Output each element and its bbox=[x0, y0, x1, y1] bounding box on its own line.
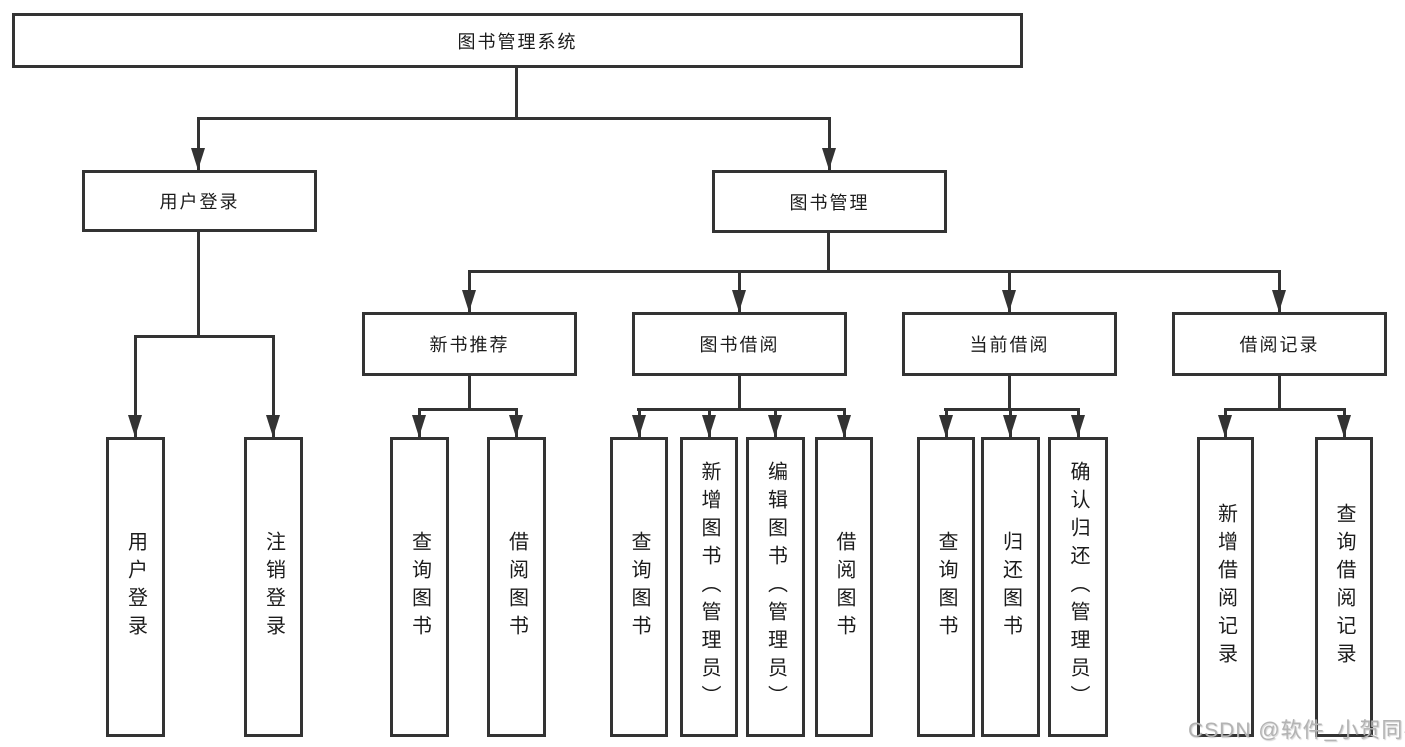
connector-current-borrow-bar bbox=[944, 408, 1080, 411]
connector-user-login-stem bbox=[197, 232, 200, 338]
arrowhead-edit-book bbox=[768, 415, 782, 437]
arrowhead-borrow-records bbox=[1272, 290, 1286, 312]
node-add-book-admin-label: 新增图书（管理员） bbox=[698, 461, 720, 713]
connector-logout-leaf-drop bbox=[272, 335, 275, 437]
node-current-borrowing: 当前借阅 bbox=[902, 312, 1117, 376]
arrowhead-query-record bbox=[1337, 415, 1351, 437]
node-query-borrow-record-label: 查询借阅记录 bbox=[1333, 503, 1355, 671]
connector-login-leaf-drop bbox=[134, 335, 137, 437]
connector-borrow-records-stem bbox=[1278, 376, 1281, 411]
arrowhead-query-books-2 bbox=[632, 415, 646, 437]
arrowhead-new-book bbox=[462, 290, 476, 312]
node-book-management: 图书管理 bbox=[712, 170, 947, 233]
node-root: 图书管理系统 bbox=[12, 13, 1023, 68]
node-borrow-books-borrow: 借阅图书 bbox=[815, 437, 873, 737]
node-query-books-borrow-label: 查询图书 bbox=[628, 531, 650, 643]
node-borrowing-records: 借阅记录 bbox=[1172, 312, 1387, 376]
node-confirm-return-admin: 确认归还（管理员） bbox=[1048, 437, 1108, 737]
connector-book-borrow-stem bbox=[738, 376, 741, 411]
node-confirm-return-admin-label: 确认归还（管理员） bbox=[1067, 461, 1089, 713]
arrowhead-book-management bbox=[822, 148, 836, 170]
node-return-book: 归还图书 bbox=[981, 437, 1040, 737]
node-root-label: 图书管理系统 bbox=[457, 31, 578, 52]
node-borrowing-records-label: 借阅记录 bbox=[1239, 335, 1320, 355]
node-return-book-label: 归还图书 bbox=[999, 531, 1022, 643]
connector-book-management-drop bbox=[828, 117, 831, 170]
arrowhead-query-books-1 bbox=[412, 415, 426, 437]
arrowhead-user-login bbox=[191, 148, 205, 170]
arrowhead-borrow-books-1 bbox=[509, 415, 523, 437]
node-query-borrow-record: 查询借阅记录 bbox=[1315, 437, 1373, 737]
connector-level2-bar bbox=[197, 117, 831, 120]
arrowhead-login-leaf bbox=[128, 415, 142, 437]
arrowhead-current-borrow bbox=[1002, 290, 1016, 312]
node-user-login-action-label: 用户登录 bbox=[124, 531, 147, 643]
node-borrow-books-recommend-label: 借阅图书 bbox=[505, 531, 528, 643]
arrowhead-query-books-3 bbox=[939, 415, 953, 437]
arrowhead-book-borrow bbox=[732, 290, 746, 312]
node-current-borrowing-label: 当前借阅 bbox=[969, 335, 1050, 355]
node-add-book-admin: 新增图书（管理员） bbox=[680, 437, 738, 737]
node-user-login-action: 用户登录 bbox=[106, 437, 165, 737]
connector-new-book-bar bbox=[418, 408, 518, 411]
connector-current-borrow-stem bbox=[1008, 376, 1011, 411]
node-user-login-label: 用户登录 bbox=[159, 192, 240, 212]
arrowhead-logout-leaf bbox=[266, 415, 280, 437]
connector-user-login-bar bbox=[134, 335, 275, 338]
node-book-borrowing: 图书借阅 bbox=[632, 312, 847, 376]
connector-new-book-stem bbox=[468, 376, 471, 411]
node-add-borrow-record-label: 新增借阅记录 bbox=[1214, 503, 1237, 671]
watermark: CSDN @软件_小贺同学 bbox=[1188, 719, 1405, 742]
node-query-books-current: 查询图书 bbox=[917, 437, 975, 737]
node-logout: 注销登录 bbox=[244, 437, 303, 737]
node-borrow-books-borrow-label: 借阅图书 bbox=[833, 531, 855, 643]
connector-borrow-records-bar bbox=[1224, 408, 1346, 411]
connector-level3-bar bbox=[468, 270, 1281, 273]
node-borrow-books-recommend: 借阅图书 bbox=[487, 437, 546, 737]
connector-book-borrow-bar bbox=[637, 408, 846, 411]
node-new-book-recommendation: 新书推荐 bbox=[362, 312, 577, 376]
node-user-login: 用户登录 bbox=[82, 170, 317, 232]
connector-user-login-drop bbox=[197, 117, 200, 170]
node-query-books-recommend: 查询图书 bbox=[390, 437, 449, 737]
node-edit-book-admin-label: 编辑图书（管理员） bbox=[764, 461, 787, 713]
node-book-borrowing-label: 图书借阅 bbox=[699, 335, 780, 355]
node-edit-book-admin: 编辑图书（管理员） bbox=[746, 437, 805, 737]
connector-book-management-stem bbox=[827, 233, 830, 273]
node-logout-label: 注销登录 bbox=[262, 531, 285, 643]
arrowhead-add-book bbox=[702, 415, 716, 437]
node-query-books-current-label: 查询图书 bbox=[935, 531, 957, 643]
node-new-book-recommendation-label: 新书推荐 bbox=[429, 335, 510, 355]
arrowhead-borrow-books-2 bbox=[837, 415, 851, 437]
arrowhead-return-book bbox=[1003, 415, 1017, 437]
arrowhead-add-record bbox=[1218, 415, 1232, 437]
arrowhead-confirm-return bbox=[1071, 415, 1085, 437]
connector-root-stem bbox=[515, 68, 518, 120]
node-book-management-label: 图书管理 bbox=[789, 192, 870, 213]
node-add-borrow-record: 新增借阅记录 bbox=[1197, 437, 1254, 737]
node-query-books-recommend-label: 查询图书 bbox=[408, 531, 431, 643]
node-query-books-borrow: 查询图书 bbox=[610, 437, 668, 737]
